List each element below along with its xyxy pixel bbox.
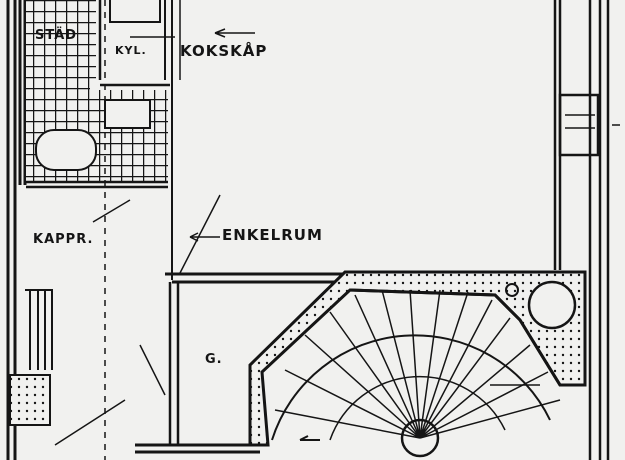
label-kyl: KYL. (115, 44, 147, 57)
label-kokskap: KOKSKÅP (180, 42, 268, 60)
label-stad: STÄD (35, 28, 78, 43)
label-kappr: KAPPR. (33, 232, 94, 247)
right-wall (553, 0, 610, 460)
kitchen-cabinet (109, 0, 173, 280)
bath-wall (18, 0, 27, 185)
column (527, 280, 577, 330)
toilet (35, 129, 97, 171)
spiral-stair (271, 289, 561, 458)
label-enkelrum: ENKELRUM (222, 226, 323, 244)
sink (104, 99, 151, 129)
label-g: G. (205, 352, 223, 367)
window (558, 93, 600, 157)
